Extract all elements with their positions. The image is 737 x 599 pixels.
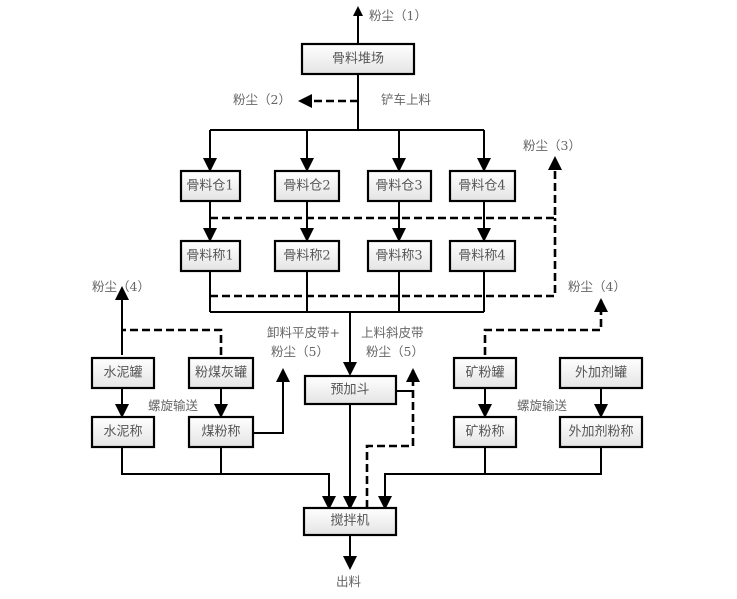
node-prehopper-label: 预加斗 [330,383,369,398]
label-incline-belt: 上料斜皮带 [361,325,424,340]
node-mixer-label: 搅拌机 [330,513,369,529]
node-cement-tank: 水泥罐 [90,356,156,390]
node-bin4-label: 骨料仓4 [458,179,505,194]
node-scale1-label: 骨料称1 [186,249,233,264]
node-scale4-label: 骨料称4 [458,249,505,264]
node-coal-scale: 煤粉称 [187,415,255,449]
node-scale2: 骨料称2 [273,239,341,273]
label-dust1: 粉尘（1） [369,8,427,23]
node-additive-tank: 外加剂罐 [558,356,644,390]
node-bin2: 骨料仓2 [273,169,341,203]
node-slag-tank-label: 矿粉罐 [465,366,504,381]
node-bin2-label: 骨料仓2 [283,179,330,194]
node-scale1: 骨料称1 [179,239,242,273]
node-bin1: 骨料仓1 [179,169,242,203]
label-dust4-right: 粉尘（4） [568,279,626,294]
label-screw-right: 螺旋输送 [517,398,568,413]
line-dust4-left [122,328,223,355]
node-cement-scale-label: 水泥称 [103,425,142,440]
arrow-dust5-right [365,368,420,508]
node-bin3-label: 骨料仓3 [375,179,422,194]
node-mixer: 搅拌机 [302,506,398,537]
label-dust5-left: 粉尘（5） [271,344,329,359]
node-bin4: 骨料仓4 [448,169,517,203]
label-flat-belt: 卸料平皮带+ [267,325,340,340]
node-scale3: 骨料称3 [366,239,433,273]
node-scale2-label: 骨料称2 [283,249,330,264]
arrow-left-group-mixer [121,447,336,510]
node-stockyard: 骨料堆场 [300,42,416,76]
node-stockyard-label: 骨料堆场 [332,52,384,67]
node-bin3: 骨料仓3 [366,169,433,203]
label-loader: 铲车上料 [381,92,432,107]
label-dust2: 粉尘（2） [233,92,291,107]
node-coal-scale-label: 煤粉称 [201,425,240,440]
arrow-right-group-mixer [378,447,602,510]
arrow-dust3-upper [210,156,562,220]
flow-lines [115,6,608,570]
node-prehopper: 预加斗 [303,374,398,406]
label-dust3: 粉尘（3） [523,138,581,153]
node-slag-tank: 矿粉罐 [452,356,518,390]
node-flyash-tank: 粉煤灰罐 [187,356,255,390]
node-scale4: 骨料称4 [448,239,517,273]
label-dust5-right: 粉尘（5） [366,344,424,359]
arrow-dust4-right [483,298,608,355]
node-flyash-tank-label: 粉煤灰罐 [195,366,247,381]
node-additive-scale: 外加剂粉称 [558,415,644,449]
node-slag-scale-label: 矿粉称 [465,425,504,440]
node-additive-scale-label: 外加剂粉称 [568,425,633,440]
node-scale3-label: 骨料称3 [375,249,422,264]
arrow-coal-scale-dust5 [253,368,290,434]
node-slag-scale: 矿粉称 [452,415,518,449]
dust-lines [122,94,608,508]
line-dust3-lower [210,218,557,298]
label-output: 出料 [336,574,362,589]
label-screw-left: 螺旋输送 [148,398,199,413]
label-dust4-left: 粉尘（4） [92,279,150,294]
node-cement-tank-label: 水泥罐 [103,366,142,381]
node-cement-scale: 水泥称 [90,415,156,449]
node-additive-tank-label: 外加剂罐 [575,366,627,381]
node-bin1-label: 骨料仓1 [186,179,233,194]
